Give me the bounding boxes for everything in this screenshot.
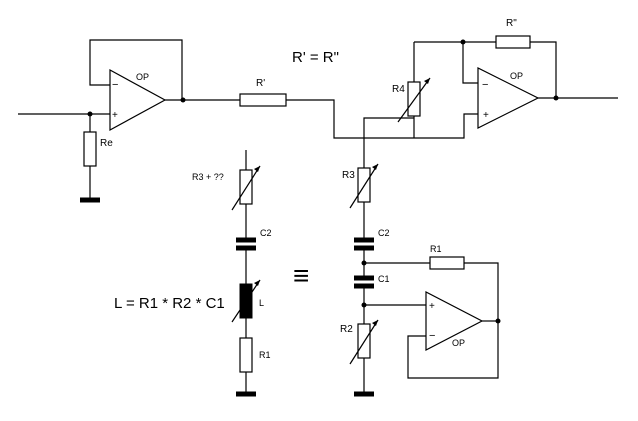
op-amp-top-right-triangle [477,67,540,129]
top-right-wiring [363,39,618,168]
potentiometer-r3-left [231,165,261,211]
label-r3-left: R3 + ?? [192,172,224,182]
label-re: Re [100,138,113,149]
potentiometer-r4 [397,77,431,123]
op-amp-top-right-minus: − [482,79,488,91]
op-amp-bottom-plus: + [429,301,435,312]
label-c1-right: C1 [378,274,390,284]
label-l: L [259,298,264,308]
label-r-equal: R' = R" [292,49,339,66]
op-amp-bottom-triangle [425,291,484,351]
resistor-re [83,131,97,167]
label-r4: R4 [392,84,405,95]
label-r2-right: R2 [340,324,353,335]
op-amp-buffer-minus: − [112,79,118,91]
resistor-r1-right [429,256,465,270]
capacitor-c1-right [354,275,374,289]
op-amp-bottom: OP + − [425,291,484,351]
op-amp-buffer: OP − + [109,68,167,132]
junction-dot [180,97,186,103]
op-amp-buffer-plus: + [112,110,118,121]
label-r1-right: R1 [430,244,442,254]
potentiometer-r2-right [349,319,379,365]
resistor-r-double-prime [495,35,531,49]
label-r-double-prime: R" [506,18,517,29]
label-r1-left: R1 [259,350,271,360]
label-equation: L = R1 * R2 * C1 [114,295,225,312]
op-amp-top-right-label: OP [510,71,523,81]
equivalence-sign: ≡ [293,260,309,291]
op-amp-buffer-triangle [109,68,167,132]
inductor-l [231,279,261,323]
buffer-wiring [18,39,240,203]
resistor-r1-left [239,337,253,373]
op-amp-top-right: OP − + [477,67,540,129]
label-r3-right: R3 [342,170,355,181]
capacitor-c2-left [236,237,256,251]
label-r-prime: R' [256,78,265,89]
op-amp-buffer-label: OP [136,72,149,82]
resistor-r-prime [239,93,287,107]
capacitor-c2-right [354,237,374,251]
op-amp-bottom-minus: − [429,330,435,342]
op-amp-top-right-plus: + [483,110,489,121]
label-c2-left: C2 [260,228,272,238]
op-amp-bottom-label: OP [452,338,465,348]
label-c2-right: C2 [378,228,390,238]
